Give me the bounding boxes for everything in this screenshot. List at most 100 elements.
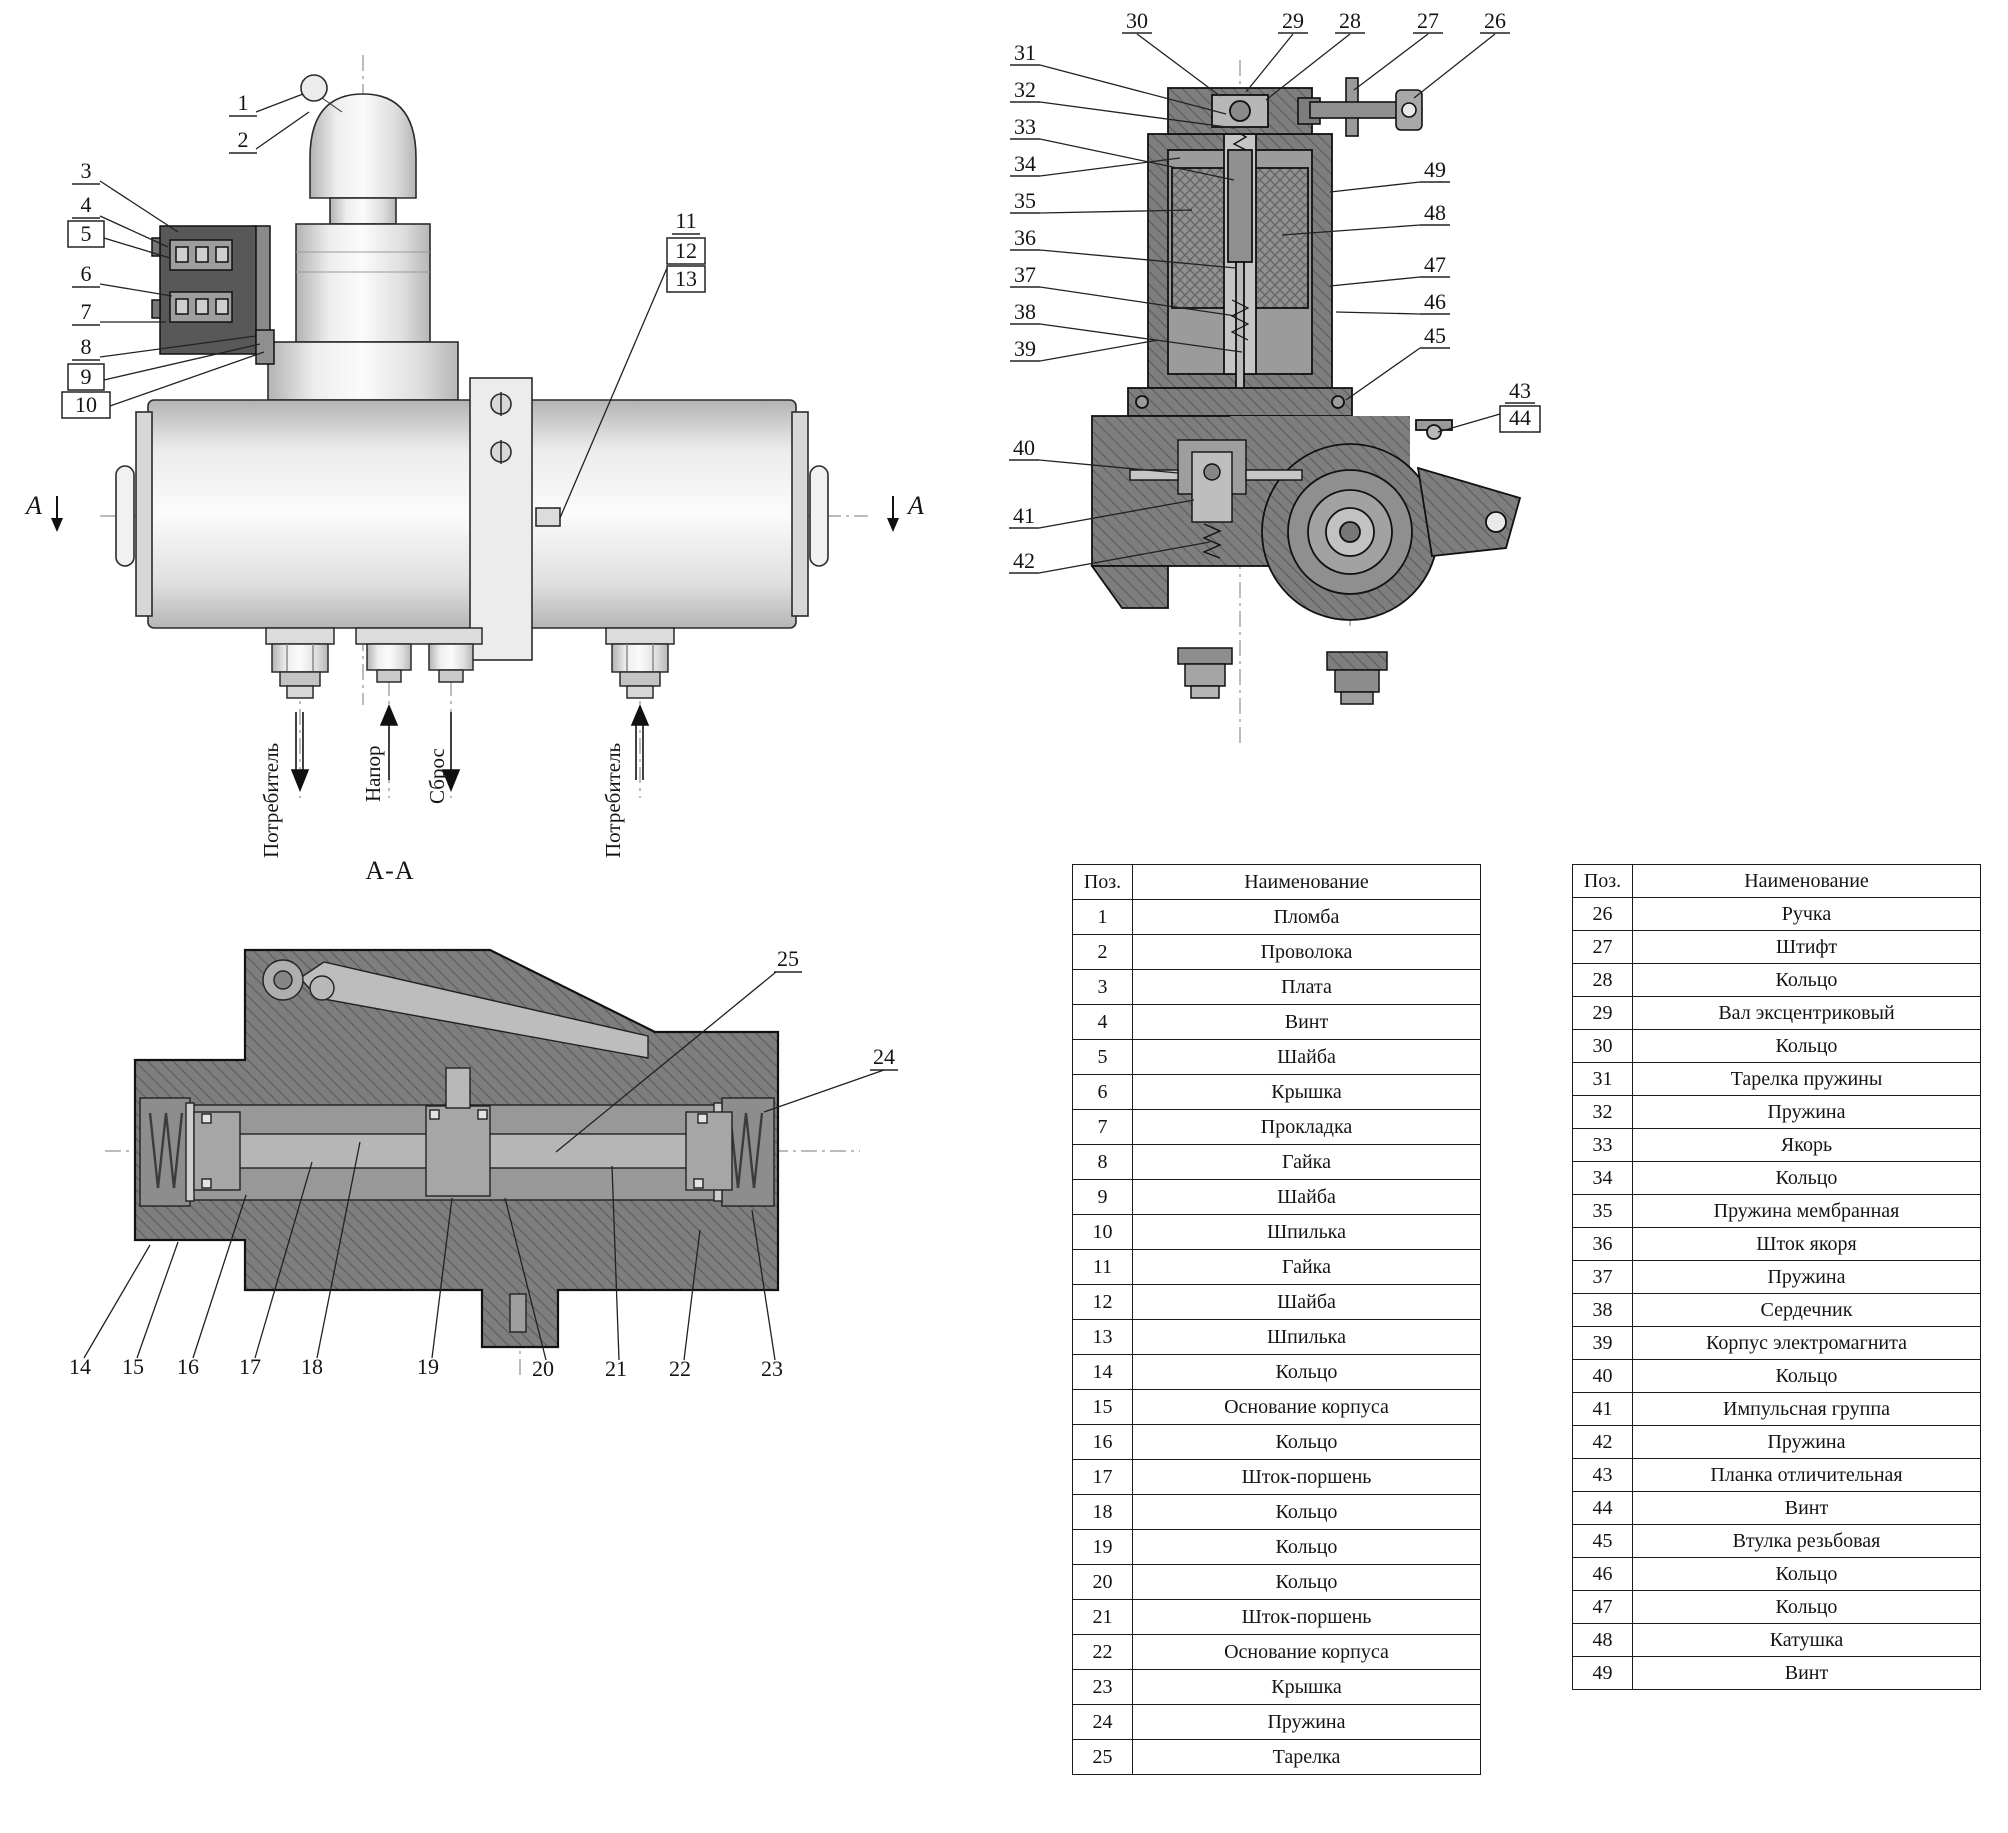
callout-38: 38	[1014, 299, 1036, 324]
callout-11: 11	[675, 208, 696, 233]
callout-24: 24	[873, 1044, 895, 1069]
callout-shelves	[1009, 32, 1541, 574]
spring	[148, 1112, 184, 1189]
part-name-cell: Корпус электромагнита	[1632, 1326, 1981, 1360]
part-name-cell: Кольцо	[1132, 1529, 1481, 1565]
piston-left	[193, 1111, 241, 1191]
part-name-cell: Гайка	[1132, 1249, 1481, 1285]
part-name-cell: Кольцо	[1632, 963, 1981, 997]
part-number-cell: 49	[1572, 1656, 1633, 1690]
part-name-cell: Кольцо	[1632, 1161, 1981, 1195]
callout-26: 26	[1484, 8, 1506, 33]
part-number-cell: 25	[1072, 1739, 1133, 1775]
callout-22: 22	[669, 1356, 691, 1381]
callout-36: 36	[1014, 225, 1036, 250]
column-header: Поз.	[1072, 864, 1133, 900]
part-number-cell: 34	[1572, 1161, 1633, 1195]
part-number-cell: 39	[1572, 1326, 1633, 1360]
part-number-cell: 17	[1072, 1459, 1133, 1495]
part-number-cell: 11	[1072, 1249, 1133, 1285]
part-number-cell: 41	[1572, 1392, 1633, 1426]
part-number-cell: 9	[1072, 1179, 1133, 1215]
part-name-cell: Прокладка	[1132, 1109, 1481, 1145]
part-number-cell: 3	[1072, 969, 1133, 1005]
part-name-cell: Основание корпуса	[1132, 1634, 1481, 1670]
callout-39: 39	[1014, 336, 1036, 361]
callout-13: 13	[675, 266, 697, 291]
callout-27: 27	[1417, 8, 1439, 33]
callout-46: 46	[1424, 289, 1446, 314]
stud-fitting	[535, 507, 561, 527]
callout-33: 33	[1014, 114, 1036, 139]
part-name-cell: Кольцо	[1132, 1564, 1481, 1600]
spring	[728, 1112, 764, 1189]
part-number-cell: 18	[1072, 1494, 1133, 1530]
part-number-cell: 7	[1072, 1109, 1133, 1145]
table-header-row: Поз.Наименование	[1572, 864, 1981, 898]
callout-16: 16	[177, 1354, 199, 1379]
callout-41: 41	[1013, 503, 1035, 528]
callout-31: 31	[1014, 40, 1036, 65]
electrical-connector	[151, 225, 275, 365]
part-number-cell: 37	[1572, 1260, 1633, 1294]
part-name-cell: Проволока	[1132, 934, 1481, 970]
callout-14: 14	[69, 1354, 91, 1379]
callout-15: 15	[122, 1354, 144, 1379]
section-marker-left: A	[24, 491, 42, 520]
spring	[1230, 299, 1250, 341]
callout-shelves	[61, 115, 706, 419]
part-name-cell: Крышка	[1132, 1669, 1481, 1705]
part-name-cell: Пружина	[1632, 1095, 1981, 1129]
column-header: Наименование	[1132, 864, 1481, 900]
part-number-cell: 8	[1072, 1144, 1133, 1180]
part-number-cell: 10	[1072, 1214, 1133, 1250]
internal-parts	[139, 959, 775, 1333]
callout-44: 44	[1509, 405, 1531, 430]
part-number-cell: 48	[1572, 1623, 1633, 1657]
part-number-cell: 33	[1572, 1128, 1633, 1162]
flow-arrow-pressure	[379, 703, 399, 780]
part-name-cell: Тарелка	[1132, 1739, 1481, 1775]
part-name-cell: Кольцо	[1132, 1494, 1481, 1530]
callout-37: 37	[1014, 262, 1036, 287]
callout-47: 47	[1424, 252, 1446, 277]
part-name-cell: Винт	[1632, 1656, 1981, 1690]
part-name-cell: Втулка резьбовая	[1632, 1524, 1981, 1558]
part-number-cell: 43	[1572, 1458, 1633, 1492]
part-number-cell: 21	[1072, 1599, 1133, 1635]
callout-6: 6	[81, 261, 92, 286]
callout-25: 25	[777, 946, 799, 971]
coil-right	[1251, 167, 1309, 309]
part-number-cell: 38	[1572, 1293, 1633, 1327]
part-number-cell: 5	[1072, 1039, 1133, 1075]
part-number-cell: 29	[1572, 996, 1633, 1030]
callout-4: 4	[81, 192, 92, 217]
solenoid-section-drawing: 30 29 28 27 26 31 32 33 34 35 36 37 38 3…	[1009, 8, 1541, 745]
section-view-title: А-А	[365, 856, 415, 885]
port-label-pressure: Напор	[361, 746, 385, 802]
callout-32: 32	[1014, 77, 1036, 102]
part-name-cell: Пломба	[1132, 899, 1481, 935]
part-name-cell: Пружина	[1132, 1704, 1481, 1740]
